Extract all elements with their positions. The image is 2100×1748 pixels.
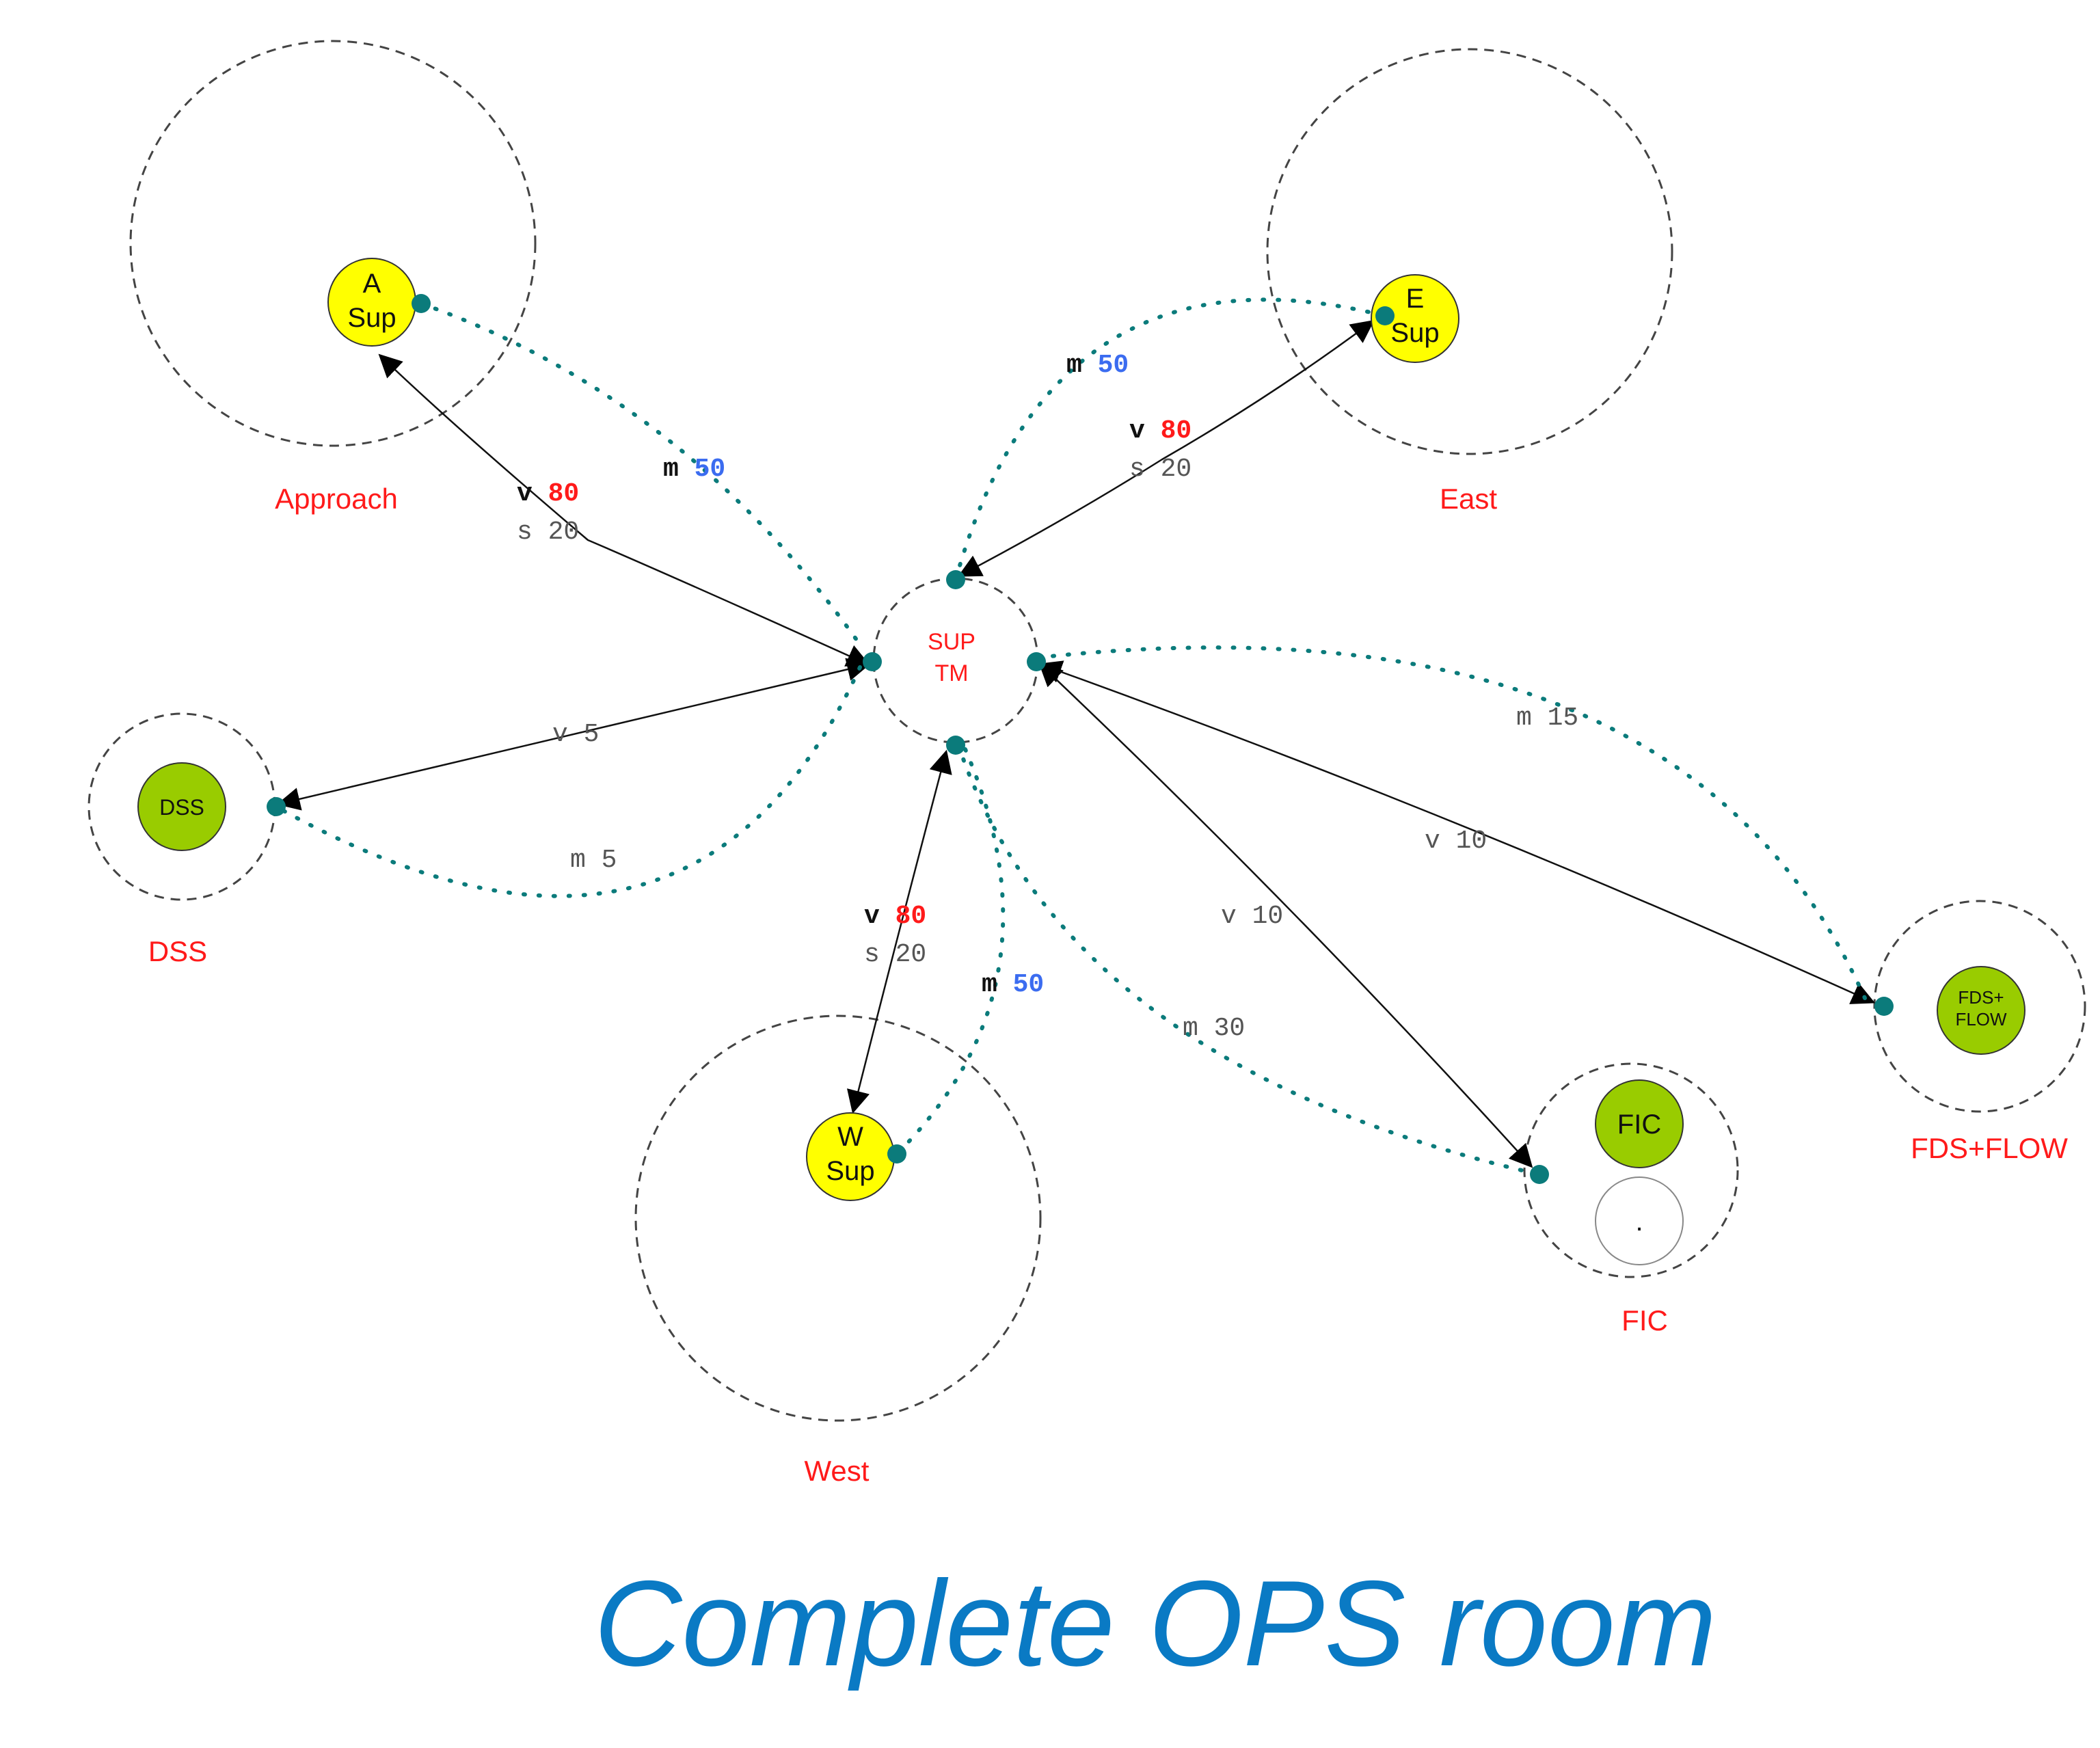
fic-node-label: FIC (1617, 1110, 1661, 1140)
east-link-line (957, 319, 1375, 577)
west-link-line (846, 749, 952, 1114)
center-top-dot (946, 570, 965, 589)
west-m-label: m 50 (982, 970, 1044, 999)
east-m-label: m 50 (1066, 351, 1129, 380)
fds-v-label: v 10 (1425, 826, 1487, 856)
fic-node-dot (1530, 1165, 1549, 1184)
fds-node-dot (1874, 997, 1894, 1016)
approach-node-dot (412, 294, 431, 313)
approach-node-line1: A (363, 269, 381, 299)
fic-empty-node: . (1595, 1176, 1684, 1265)
fic-link-line (1038, 662, 1533, 1168)
west-zone-label: West (805, 1455, 870, 1487)
dss-node-label: DSS (159, 795, 204, 820)
east-node-dot (1375, 306, 1395, 325)
center-line1: SUP (928, 629, 975, 655)
fic-m-label: m 30 (1183, 1014, 1245, 1043)
east-node-line2: Sup (1390, 318, 1439, 348)
east-node-line1: E (1406, 284, 1425, 314)
dss-m-curve (274, 665, 862, 898)
dss-link-line (276, 658, 871, 811)
west-v-label: v 80 (864, 902, 926, 931)
fds-link-line (1038, 660, 1876, 1004)
east-m-curve (954, 297, 1387, 582)
approach-zone-boundary (129, 40, 537, 447)
dss-node: DSS (137, 762, 226, 851)
page-title: Complete OPS room (594, 1555, 1717, 1691)
approach-link-line (378, 353, 871, 667)
dss-v-label: v 5 (552, 720, 599, 749)
connection-dots (267, 294, 1894, 1184)
fic-zone-boundary (1523, 1062, 1739, 1278)
fic-empty-node-label: . (1635, 1207, 1643, 1237)
east-supervisor-node: E Sup (1371, 274, 1459, 363)
fds-node-line1: FDS+ (1958, 987, 2004, 1008)
fic-node: FIC (1595, 1079, 1684, 1168)
dss-zone-label: DSS (148, 935, 207, 967)
fic-m-curve (956, 743, 1542, 1176)
center-right-dot (1027, 652, 1046, 671)
center-line2: TM (934, 660, 968, 686)
fds-m-label: m 15 (1516, 703, 1578, 733)
approach-m-curve (419, 301, 861, 645)
west-node-line2: Sup (826, 1156, 874, 1186)
fic-zone-label: FIC (1621, 1304, 1668, 1336)
fds-m-curve (1036, 645, 1867, 1000)
dss-m-label: m 5 (570, 846, 617, 875)
approach-v-label: v 80 (517, 479, 579, 509)
west-s-label: s 20 (864, 940, 926, 969)
center-left-dot (863, 652, 882, 671)
east-zone-label: East (1440, 483, 1497, 515)
west-supervisor-node: W Sup (806, 1112, 895, 1201)
dss-node-dot (267, 797, 286, 816)
east-v-label: v 80 (1129, 416, 1192, 446)
fds-node-line2: FLOW (1955, 1009, 2007, 1030)
approach-node-line2: Sup (347, 303, 396, 333)
west-node-dot (887, 1144, 906, 1164)
approach-m-label: m 50 (663, 455, 725, 484)
sup-tm-center: SUP TM (928, 629, 975, 686)
approach-supervisor-node: A Sup (327, 258, 416, 347)
west-node-line1: W (837, 1122, 863, 1152)
east-s-label: s 20 (1129, 455, 1192, 484)
approach-zone-label: Approach (275, 483, 398, 515)
approach-s-label: s 20 (517, 517, 579, 547)
east-zone-boundary (1266, 48, 1673, 455)
fds-zone-label: FDS+FLOW (1911, 1132, 2068, 1164)
center-bottom-dot (946, 736, 965, 755)
west-m-curve (895, 747, 1006, 1156)
fic-v-label: v 10 (1221, 902, 1283, 931)
west-zone-boundary (634, 1014, 1042, 1422)
fds-flow-node: FDS+ FLOW (1937, 966, 2025, 1055)
